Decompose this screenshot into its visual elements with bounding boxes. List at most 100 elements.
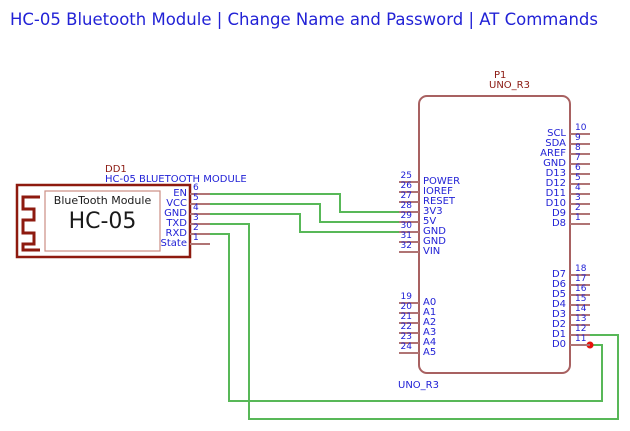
pin-lead-SCL: [570, 133, 590, 135]
pin-lead-5V: [399, 221, 419, 223]
pin-name-TXD: TXD: [166, 218, 187, 229]
pin-number-A5: 24: [400, 342, 412, 352]
pin-name-D7: D7: [551, 269, 566, 280]
pin-number-GND: 7: [575, 153, 581, 163]
pin-lead-GND: [570, 163, 590, 165]
hc05-inner-outline: [44, 190, 161, 252]
pin-name-SDA: SDA: [545, 138, 566, 149]
pin-number-A2: 21: [400, 312, 412, 322]
pin-name-GND: GND: [423, 236, 446, 247]
pin-lead-D4: [570, 304, 590, 306]
pin-lead-RESET: [399, 201, 419, 203]
pin-lead-D12: [570, 183, 590, 185]
pin-lead-GND: [399, 241, 419, 243]
pin-lead-D11: [570, 193, 590, 195]
pin-number-POWER: 25: [400, 171, 412, 181]
pin-name-D2: D2: [551, 319, 566, 330]
pin-number-D2: 13: [575, 314, 587, 324]
pin-lead-D7: [570, 274, 590, 276]
pin-number-SCL: 10: [575, 123, 587, 133]
pin-name-A5: A5: [423, 347, 437, 358]
pin-number-A4: 23: [400, 332, 412, 342]
pin-name-EN: EN: [173, 188, 187, 199]
pin-name-D11: D11: [545, 188, 566, 199]
hc05-ref: DD1: [105, 164, 127, 175]
pin-name-VCC: VCC: [166, 198, 187, 209]
pin-number-RXD: 2: [193, 223, 199, 233]
pin-lead-EN: [190, 193, 210, 195]
pin-number-D8: 1: [575, 213, 581, 223]
pin-lead-A3: [399, 332, 419, 334]
pin-number-D1: 12: [575, 324, 587, 334]
pin-number-EN: 6: [193, 183, 199, 193]
pin-lead-A1: [399, 312, 419, 314]
uno-value: UNO_R3: [489, 80, 530, 91]
pin-lead-GND: [399, 231, 419, 233]
pin-number-GND: 31: [400, 231, 412, 241]
pin-number-5V: 29: [400, 211, 412, 221]
pin-name-POWER: POWER: [423, 176, 461, 187]
pin-lead-A4: [399, 342, 419, 344]
wire-txd-to-d1: [210, 223, 619, 420]
pin-name-GND: GND: [423, 226, 446, 237]
pin-number-D4: 15: [575, 294, 587, 304]
uno-bottom-label: UNO_R3: [398, 380, 439, 391]
pin-lead-A2: [399, 322, 419, 324]
pin-name-AREF: AREF: [540, 148, 566, 159]
hc05-board-name: HC-05: [68, 209, 137, 234]
wire-en-to-3v3: [210, 193, 399, 213]
pin-lead-VCC: [190, 203, 210, 205]
uno-ref: P1: [494, 70, 507, 81]
pin-lead-GND: [190, 213, 210, 215]
pin-name-5V: 5V: [423, 216, 437, 227]
schematic-title: HC-05 Bluetooth Module | Change Name and…: [10, 10, 598, 29]
pin-number-D12: 5: [575, 173, 581, 183]
pin-number-D13: 6: [575, 163, 581, 173]
pin-lead-D0: [570, 344, 590, 346]
pin-number-D9: 2: [575, 203, 581, 213]
pin-number-D0: 11: [575, 334, 587, 344]
pin-number-State: 1: [193, 233, 199, 243]
pin-number-3V3: 28: [400, 201, 412, 211]
pin-name-GND: GND: [543, 158, 566, 169]
pin-number-D10: 3: [575, 193, 581, 203]
pin-name-D5: D5: [551, 289, 566, 300]
hc05-label: HC-05 BLUETOOTH MODULE: [105, 174, 247, 185]
wire-gnd-to-gnd: [210, 213, 399, 233]
pin-name-D1: D1: [551, 329, 566, 340]
pin-lead-D1: [570, 334, 590, 336]
pin-lead-TXD: [190, 223, 210, 225]
wire-vcc-to-5v: [210, 203, 399, 223]
pin-lead-IOREF: [399, 191, 419, 193]
pin-number-TXD: 3: [193, 213, 199, 223]
pin-name-State: State: [160, 238, 187, 249]
pin-name-D6: D6: [551, 279, 566, 290]
hc05-board-title: BlueTooth Module: [53, 194, 152, 207]
hc05-body: [15, 183, 192, 259]
wire-rxd-to-d0: [210, 233, 603, 402]
pin-name-D13: D13: [545, 168, 566, 179]
pin-number-AREF: 8: [575, 143, 581, 153]
pin-lead-D9: [570, 213, 590, 215]
antenna-icon: [21, 195, 40, 252]
pin-number-RESET: 27: [400, 191, 412, 201]
pin-lead-D2: [570, 324, 590, 326]
pin-lead-A5: [399, 352, 419, 354]
pin-name-D8: D8: [551, 218, 566, 229]
pin-lead-D13: [570, 173, 590, 175]
pin-name-RESET: RESET: [423, 196, 456, 207]
pin-lead-A0: [399, 302, 419, 304]
junction-dot: [586, 341, 594, 349]
pin-name-VIN: VIN: [423, 246, 441, 257]
pin-name-D0: D0: [551, 339, 566, 350]
pin-name-D12: D12: [545, 178, 566, 189]
pin-name-D9: D9: [551, 208, 566, 219]
pin-number-A1: 20: [400, 302, 412, 312]
pin-lead-D8: [570, 223, 590, 225]
pin-name-A1: A1: [423, 307, 437, 318]
pin-lead-D6: [570, 284, 590, 286]
pin-lead-SDA: [570, 143, 590, 145]
